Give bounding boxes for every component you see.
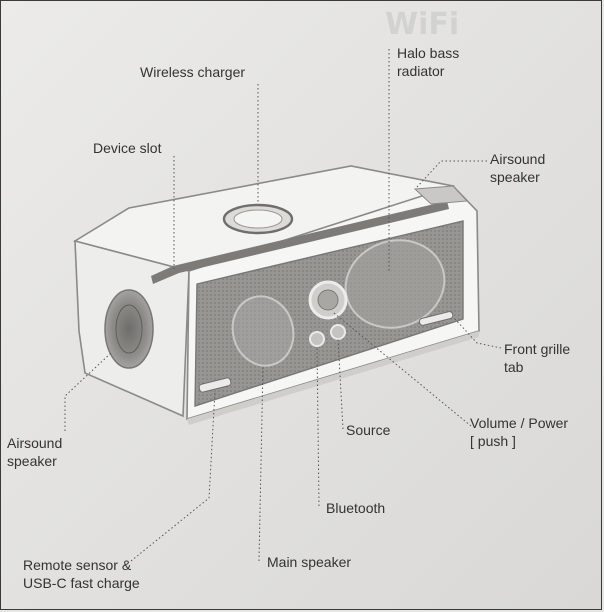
leader-remote-sensor [130,390,216,562]
leader-lines [64,49,502,562]
device-slot [151,201,449,284]
label-airsound-speaker-side: Airsound speaker [7,435,63,469]
label-front-grille-tab: Front grille tab [504,341,571,375]
bluetooth-button [309,331,325,347]
airsound-speaker-back-edge [413,185,469,205]
wireless-charger-pad [233,209,283,229]
airsound-speaker-side [104,289,154,369]
label-bluetooth: Bluetooth [326,500,386,516]
volume-power-knob-cap [317,289,339,311]
leader-airsound-side [64,352,112,431]
label-source: Source [346,422,391,438]
front-grille-tab [418,311,454,326]
bleed-through-text: WiFi [385,7,460,42]
label-wireless-charger: Wireless charger [140,64,246,80]
leader-bluetooth [316,345,320,507]
remote-sensor-usb-c [198,377,232,393]
speaker-base [187,331,479,425]
leader-front-grille-tab [454,318,502,349]
label-halo-bass-radiator: Halo bass radiator [397,45,460,79]
label-volume-power: Volume / Power [ push ] [470,415,569,449]
label-main-speaker: Main speaker [267,554,352,570]
label-remote-sensor-usb: Remote sensor & USB-C fast charge [23,557,140,591]
main-speaker [231,295,295,367]
label-device-slot: Device slot [93,140,162,156]
leader-source [337,338,344,430]
airsound-speaker-side-inner [115,304,143,354]
label-airsound-speaker-back: Airsound speaker [490,151,546,185]
leader-volume-power [333,312,472,427]
leader-main-speaker [258,365,264,562]
source-button [330,324,346,340]
